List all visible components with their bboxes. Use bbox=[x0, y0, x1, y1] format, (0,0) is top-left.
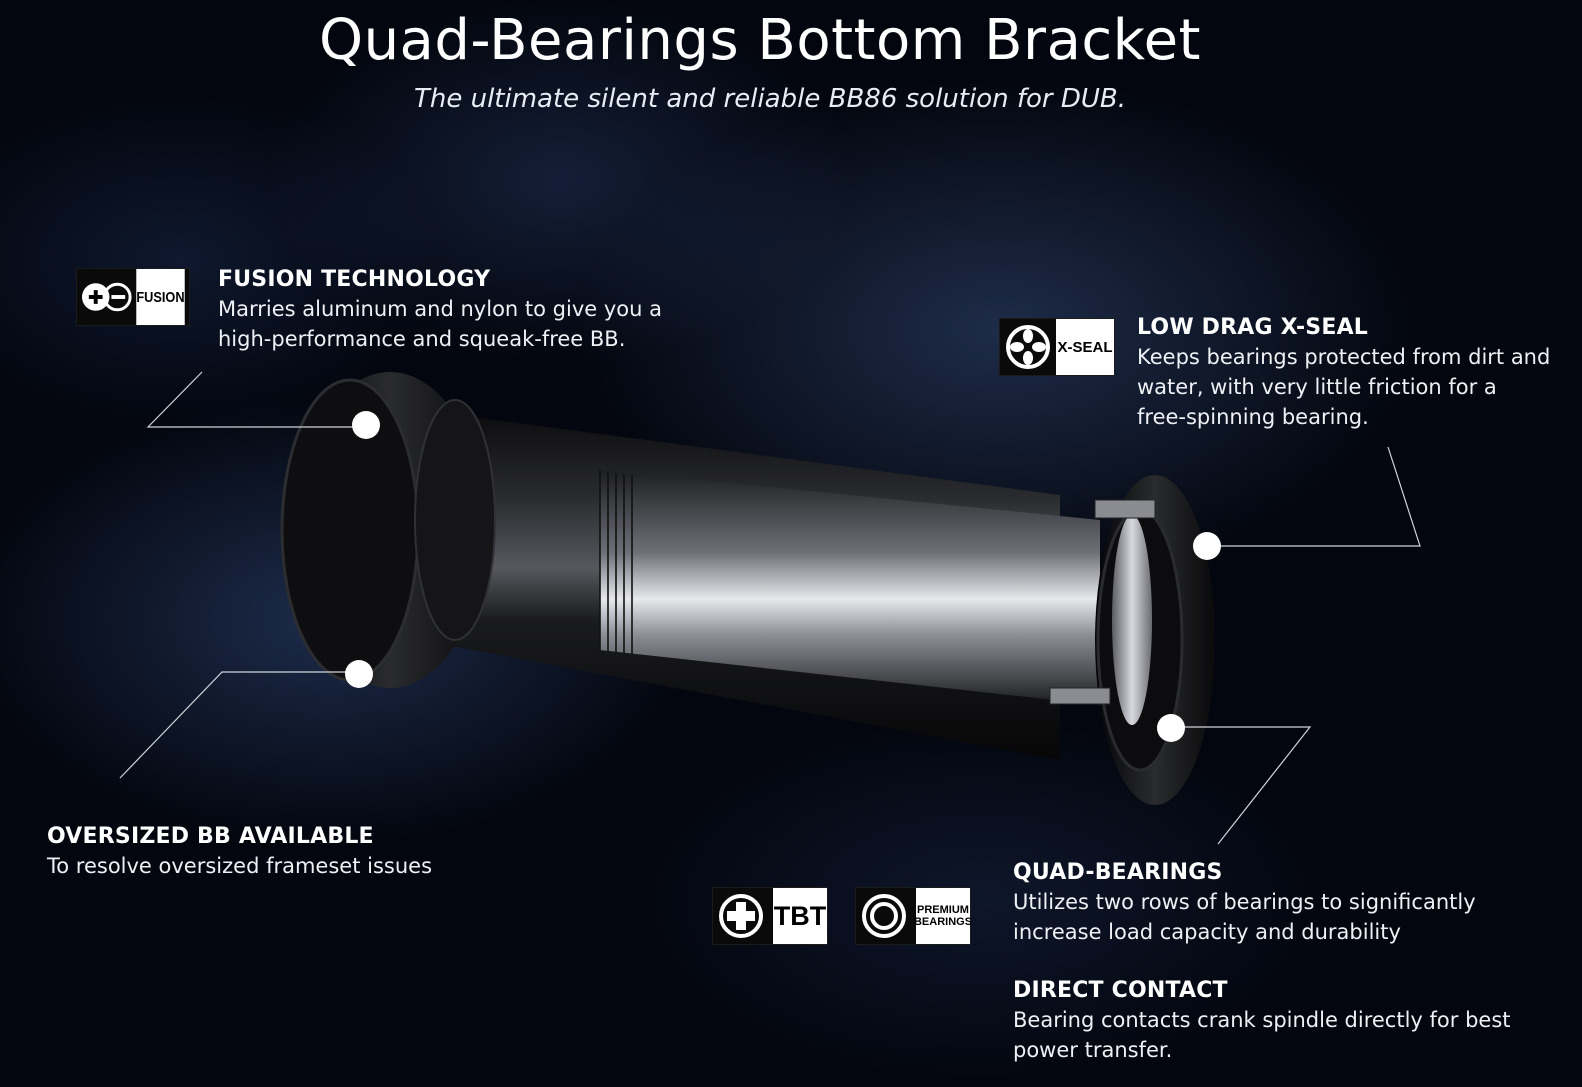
tbt-badge-label: TBT bbox=[773, 888, 827, 944]
feature-description-line: increase load capacity and durability bbox=[1013, 920, 1401, 944]
callout-dots bbox=[345, 411, 1221, 742]
feature-description-line: water, with very little friction for a bbox=[1137, 375, 1497, 399]
ring-icon bbox=[862, 894, 906, 938]
feature-title: FUSION TECHNOLOGY bbox=[218, 267, 491, 292]
fusion-badge-label: FUSION bbox=[136, 269, 185, 325]
cross-circle-icon bbox=[719, 894, 763, 938]
callout-dot-quad bbox=[1157, 714, 1185, 742]
feature-description-line: Utilizes two rows of bearings to signifi… bbox=[1013, 890, 1476, 914]
callout-line-oversized bbox=[119, 671, 360, 779]
tbt-badge: TBT bbox=[712, 887, 828, 945]
feature-fusion-technology: FUSION TECHNOLOGY Marries aluminum and n… bbox=[218, 266, 718, 354]
feature-description-line: Bearing contacts crank spindle directly … bbox=[1013, 1008, 1511, 1032]
feature-description-line: free-spinning bearing. bbox=[1137, 405, 1369, 429]
feature-description-line: power transfer. bbox=[1013, 1038, 1173, 1062]
callout-line-xseal bbox=[1207, 446, 1421, 547]
inner-sleeve bbox=[600, 470, 1100, 705]
premium-bearings-badge: PREMIUM BEARINGS bbox=[855, 887, 973, 945]
callout-dot-fusion bbox=[352, 411, 380, 439]
callout-line-fusion bbox=[146, 371, 366, 428]
feature-title: DIRECT CONTACT bbox=[1013, 978, 1228, 1003]
plus-minus-circle-icon bbox=[81, 282, 132, 312]
premium-bearings-badge-label: PREMIUM BEARINGS bbox=[913, 888, 973, 944]
page-subtitle: The ultimate silent and reliable BB86 so… bbox=[413, 84, 1127, 114]
feature-low-drag-x-seal: LOW DRAG X-SEAL Keeps bearings protected… bbox=[1137, 314, 1577, 432]
feature-direct-contact: DIRECT CONTACT Bearing contacts crank sp… bbox=[1013, 977, 1553, 1065]
threads bbox=[599, 470, 633, 654]
premium-badge-line2: BEARINGS bbox=[913, 916, 973, 928]
bearing-race bbox=[1112, 515, 1152, 725]
feature-title: QUAD-BEARINGS bbox=[1013, 860, 1223, 885]
feature-title: LOW DRAG X-SEAL bbox=[1137, 315, 1369, 340]
feature-description-line: Keeps bearings protected from dirt and bbox=[1137, 345, 1551, 369]
callout-dot-xseal bbox=[1193, 532, 1221, 560]
xseal-badge: X-SEAL bbox=[999, 318, 1115, 376]
premium-badge-line1: PREMIUM bbox=[917, 904, 969, 916]
callout-dot-oversized bbox=[345, 660, 373, 688]
feature-description-line: To resolve oversized frameset issues bbox=[47, 854, 433, 878]
callout-lines bbox=[119, 371, 1421, 845]
feature-description-line: high-performance and squeak-free BB. bbox=[218, 327, 626, 351]
feature-quad-bearings: QUAD-BEARINGS Utilizes two rows of beari… bbox=[1013, 859, 1553, 947]
callout-line-quad bbox=[1172, 726, 1312, 845]
page-title: Quad-Bearings Bottom Bracket bbox=[318, 8, 1202, 73]
bracket-body bbox=[280, 372, 1215, 805]
feature-description-line: Marries aluminum and nylon to give you a bbox=[218, 297, 662, 321]
feature-title: OVERSIZED BB AVAILABLE bbox=[47, 824, 374, 849]
fusion-badge: FUSION bbox=[76, 268, 190, 326]
x-seal-icon bbox=[1006, 325, 1050, 369]
xseal-badge-label: X-SEAL bbox=[1056, 319, 1114, 375]
feature-oversized-bb: OVERSIZED BB AVAILABLE To resolve oversi… bbox=[47, 823, 517, 881]
